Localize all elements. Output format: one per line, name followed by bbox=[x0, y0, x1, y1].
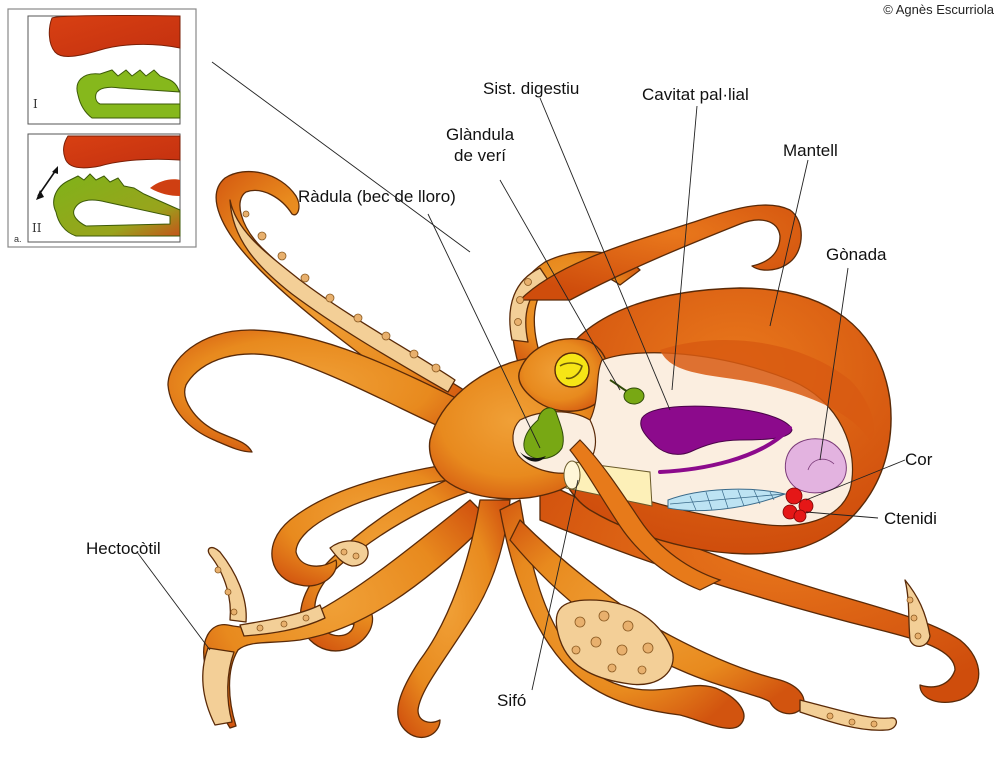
label-hectocotyl: Hectocòtil bbox=[86, 539, 161, 558]
copyright-notice: © Agnès Escurriola bbox=[883, 2, 994, 17]
label-venom-gland: Glàndula de verí bbox=[420, 124, 540, 166]
gonad bbox=[784, 438, 847, 494]
label-mantle-cavity: Cavitat pal·lial bbox=[642, 85, 749, 104]
label-gonad: Gònada bbox=[826, 245, 887, 264]
label-siphon: Sifó bbox=[497, 691, 527, 710]
radula-inset: I II bbox=[7, 8, 197, 248]
inset-panel-1: I bbox=[27, 15, 181, 125]
ctenidium bbox=[667, 488, 787, 512]
inset-panel-2: II bbox=[27, 133, 181, 243]
heart bbox=[782, 487, 814, 523]
label-mantle: Mantell bbox=[783, 141, 838, 160]
inset-corner-letter: a. bbox=[14, 234, 22, 244]
eye bbox=[554, 352, 590, 388]
inset-panel-2-label: II bbox=[32, 221, 42, 235]
radula-beak bbox=[520, 407, 564, 462]
label-heart: Cor bbox=[905, 450, 933, 469]
label-ctenidium: Ctenidi bbox=[884, 509, 937, 528]
internal-anatomy bbox=[512, 340, 874, 591]
label-radula: Ràdula (bec de lloro) bbox=[298, 187, 456, 206]
label-venom-gland-line1: Glàndula bbox=[445, 125, 515, 144]
label-digestive-system: Sist. digestiu bbox=[483, 79, 580, 98]
venom-gland bbox=[609, 379, 645, 405]
digestive-system bbox=[640, 405, 793, 455]
arm-suckers bbox=[214, 210, 922, 728]
leader-lines bbox=[136, 61, 906, 691]
label-venom-gland-line2: de verí bbox=[454, 146, 506, 165]
inset-panel-1-label: I bbox=[33, 97, 38, 111]
